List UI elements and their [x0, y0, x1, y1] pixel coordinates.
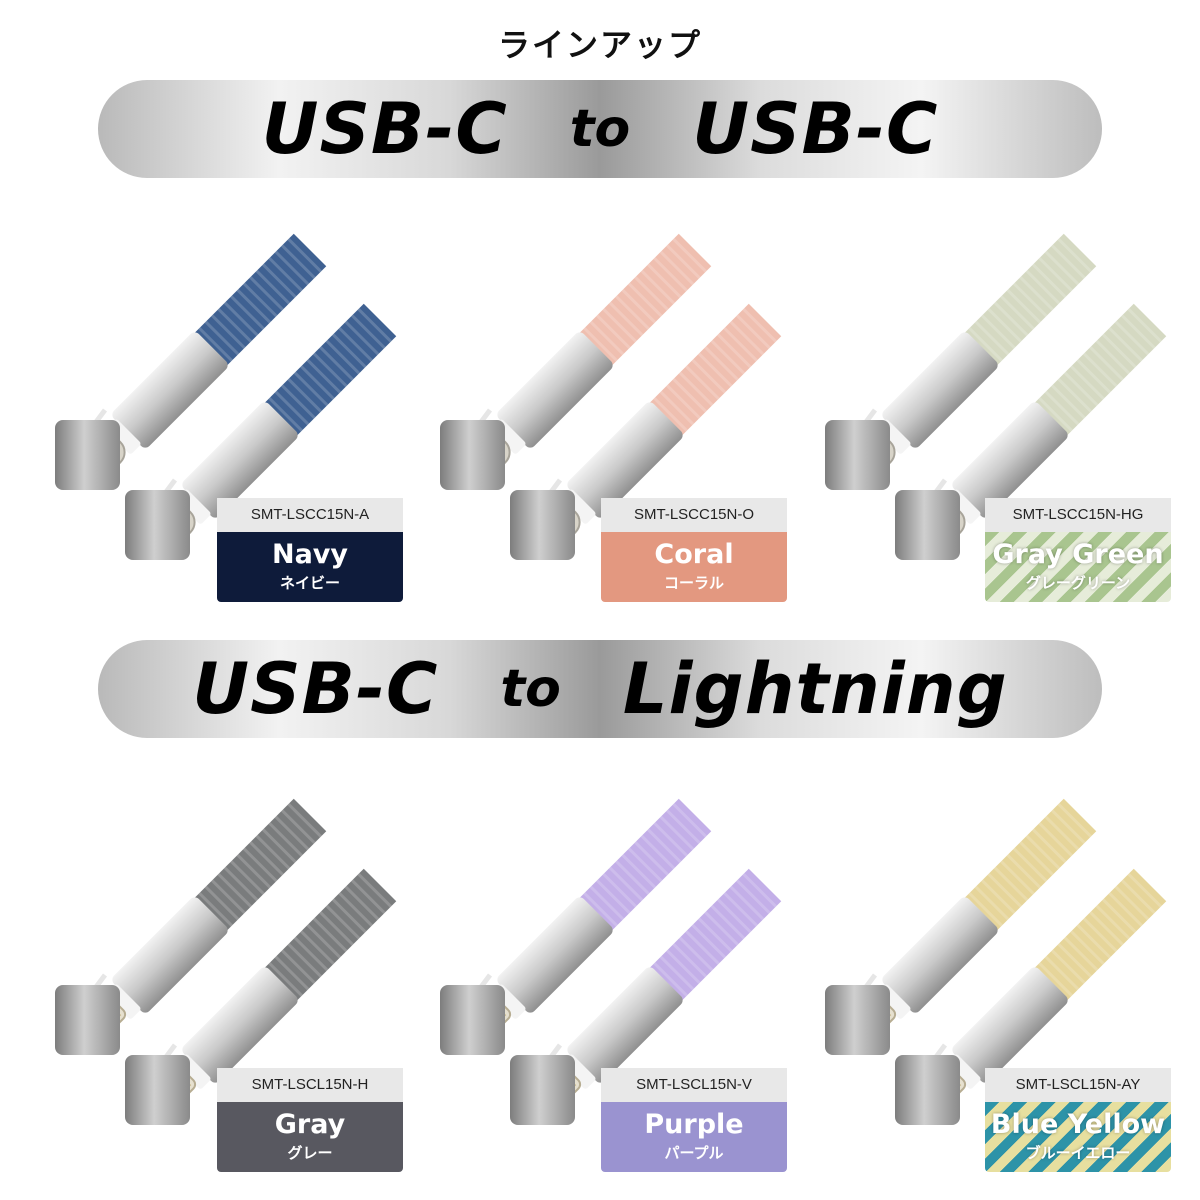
cable-assembly	[825, 798, 1097, 1055]
cable-assembly	[440, 233, 712, 490]
page-title: ラインアップ	[497, 26, 702, 64]
product-label: SMT-LSCL15N-AY Blue Yellow ブルーイエロー	[985, 1068, 1171, 1172]
cable-photo	[825, 798, 1167, 1125]
connector-cap	[510, 1055, 575, 1125]
cable-photo	[440, 798, 782, 1125]
color-chip: Blue Yellow ブルーイエロー	[985, 1102, 1171, 1172]
product-tile[interactable]: SMT-LSCC15N-HG Gray Green グレーグリーン	[800, 180, 1171, 610]
product-label: SMT-LSCC15N-A Navy ネイビー	[217, 498, 403, 602]
color-name-jp: コーラル	[663, 574, 724, 592]
cable-assembly	[825, 233, 1097, 490]
cable-assembly	[125, 868, 397, 1125]
banner-left-label: USB-C	[261, 88, 508, 170]
color-chip: Purple パープル	[601, 1102, 787, 1172]
cable-assembly	[510, 868, 782, 1125]
model-number: SMT-LSCL15N-V	[601, 1068, 787, 1102]
product-tile[interactable]: SMT-LSCL15N-AY Blue Yellow ブルーイエロー	[800, 745, 1171, 1175]
product-tile[interactable]: SMT-LSCC15N-O Coral コーラル	[415, 180, 787, 610]
cable-assembly	[895, 303, 1167, 560]
color-name-jp: グレーグリーン	[1025, 574, 1131, 592]
connector-cap	[825, 420, 890, 490]
color-chip: Gray Green グレーグリーン	[985, 532, 1171, 602]
model-number: SMT-LSCC15N-HG	[985, 498, 1171, 532]
color-chip: Coral コーラル	[601, 532, 787, 602]
model-number: SMT-LSCL15N-AY	[985, 1068, 1171, 1102]
cable-assembly	[55, 233, 327, 490]
cable-photo	[825, 233, 1167, 560]
color-name-jp: ブルーイエロー	[1025, 1144, 1131, 1162]
model-number: SMT-LSCC15N-O	[601, 498, 787, 532]
cable-assembly	[510, 303, 782, 560]
connector-cap	[55, 985, 120, 1055]
cable-assembly	[55, 798, 327, 1055]
banner-left-label: USB-C	[192, 648, 439, 730]
cable-assembly	[125, 303, 397, 560]
color-chip: Gray グレー	[217, 1102, 403, 1172]
product-label: SMT-LSCC15N-O Coral コーラル	[601, 498, 787, 602]
banner-mid-label: to	[569, 99, 631, 159]
product-tile[interactable]: SMT-LSCC15N-A Navy ネイビー	[30, 180, 403, 610]
connector-cap	[125, 1055, 190, 1125]
color-name-en: Purple	[644, 1109, 744, 1140]
color-name-jp: ネイビー	[279, 574, 340, 592]
model-number: SMT-LSCL15N-H	[217, 1068, 403, 1102]
color-name-jp: グレー	[287, 1144, 333, 1162]
banner-mid-label: to	[500, 659, 561, 719]
section-banner-usbc-to-usbc: USB-C to USB-C	[98, 80, 1102, 178]
connector-cap	[825, 985, 890, 1055]
color-name-en: Gray Green	[992, 539, 1164, 570]
connector-cap	[510, 490, 575, 560]
cable-photo	[55, 233, 397, 560]
product-label: SMT-LSCL15N-H Gray グレー	[217, 1068, 403, 1172]
cable-assembly	[440, 798, 712, 1055]
product-tile[interactable]: SMT-LSCL15N-V Purple パープル	[415, 745, 787, 1175]
banner-right-label: USB-C	[692, 88, 939, 170]
color-name-en: Navy	[271, 539, 349, 570]
color-name-en: Coral	[654, 539, 734, 570]
connector-cap	[440, 985, 505, 1055]
product-tile[interactable]: SMT-LSCL15N-H Gray グレー	[30, 745, 403, 1175]
color-chip: Navy ネイビー	[217, 532, 403, 602]
color-name-en: Gray	[274, 1109, 346, 1140]
product-label: SMT-LSCL15N-V Purple パープル	[601, 1068, 787, 1172]
section-banner-usbc-to-lightning: USB-C to Lightning	[98, 640, 1102, 738]
connector-cap	[895, 1055, 960, 1125]
product-label: SMT-LSCC15N-HG Gray Green グレーグリーン	[985, 498, 1171, 602]
connector-cap	[440, 420, 505, 490]
color-name-en: Blue Yellow	[990, 1109, 1166, 1140]
connector-cap	[55, 420, 120, 490]
color-name-jp: パープル	[664, 1144, 724, 1162]
connector-cap	[895, 490, 960, 560]
banner-right-label: Lightning	[622, 648, 1008, 730]
cable-photo	[55, 798, 397, 1125]
cable-assembly	[895, 868, 1167, 1125]
connector-cap	[125, 490, 190, 560]
cable-photo	[440, 233, 782, 560]
model-number: SMT-LSCC15N-A	[217, 498, 403, 532]
